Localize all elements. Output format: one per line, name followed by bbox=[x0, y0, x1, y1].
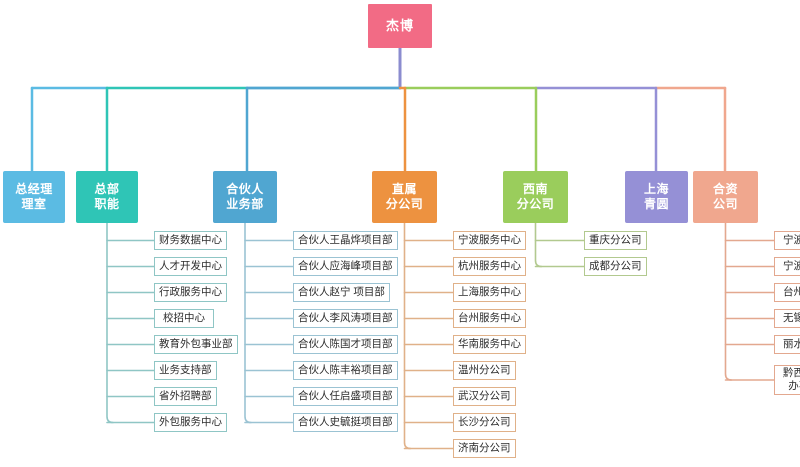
org-leaf-direct-branches-1[interactable]: 杭州服务中心 bbox=[453, 257, 526, 276]
org-leaf-partner-business-dept-2[interactable]: 合伙人赵宁 项目部 bbox=[293, 283, 390, 302]
org-leaf-headquarters-functions-4[interactable]: 教育外包事业部 bbox=[154, 335, 238, 354]
org-node-label: 直属 分公司 bbox=[385, 182, 424, 211]
org-leaf-partner-business-dept-1[interactable]: 合伙人应海峰项目部 bbox=[293, 257, 398, 276]
org-leaf-joint-venture-2[interactable]: 台州雷博 bbox=[774, 283, 800, 302]
org-leaf-direct-branches-0[interactable]: 宁波服务中心 bbox=[453, 231, 526, 250]
org-node-partner-business-dept[interactable]: 合伙人 业务部 bbox=[213, 171, 277, 223]
org-leaf-partner-business-dept-4[interactable]: 合伙人陈国才项目部 bbox=[293, 335, 398, 354]
org-leaf-label: 合伙人李风涛项目部 bbox=[298, 312, 393, 325]
org-leaf-joint-venture-5[interactable]: 黔西南州 办事处 bbox=[774, 365, 800, 395]
org-leaf-partner-business-dept-7[interactable]: 合伙人史毓挺项目部 bbox=[293, 413, 398, 432]
org-leaf-partner-business-dept-3[interactable]: 合伙人李风涛项目部 bbox=[293, 309, 398, 328]
org-leaf-direct-branches-4[interactable]: 华南服务中心 bbox=[453, 335, 526, 354]
org-leaf-label: 丽水杰博 bbox=[783, 338, 800, 351]
org-leaf-partner-business-dept-5[interactable]: 合伙人陈丰裕项目部 bbox=[293, 361, 398, 380]
org-leaf-headquarters-functions-7[interactable]: 外包服务中心 bbox=[154, 413, 227, 432]
org-leaf-label: 合伙人史毓挺项目部 bbox=[298, 416, 393, 429]
org-leaf-joint-venture-3[interactable]: 无锡杰博 bbox=[774, 309, 800, 328]
org-node-general-manager-office[interactable]: 总经理 理室 bbox=[3, 171, 65, 223]
org-leaf-label: 长沙分公司 bbox=[458, 416, 511, 429]
org-leaf-label: 省外招聘部 bbox=[159, 390, 212, 403]
org-leaf-label: 合伙人陈国才项目部 bbox=[298, 338, 393, 351]
org-leaf-label: 人才开发中心 bbox=[159, 260, 222, 273]
org-leaf-southwest-branch-1[interactable]: 成都分公司 bbox=[584, 257, 647, 276]
org-leaf-label: 台州服务中心 bbox=[458, 312, 521, 325]
org-leaf-headquarters-functions-5[interactable]: 业务支持部 bbox=[154, 361, 217, 380]
org-leaf-label: 华南服务中心 bbox=[458, 338, 521, 351]
org-leaf-label: 合伙人赵宁 项目部 bbox=[298, 286, 385, 299]
org-leaf-headquarters-functions-2[interactable]: 行政服务中心 bbox=[154, 283, 227, 302]
org-leaf-direct-branches-7[interactable]: 长沙分公司 bbox=[453, 413, 516, 432]
org-leaf-label: 杭州服务中心 bbox=[458, 260, 521, 273]
org-leaf-label: 济南分公司 bbox=[458, 442, 511, 455]
org-leaf-label: 校招中心 bbox=[163, 312, 205, 325]
org-leaf-headquarters-functions-1[interactable]: 人才开发中心 bbox=[154, 257, 227, 276]
org-leaf-label: 外包服务中心 bbox=[159, 416, 222, 429]
org-leaf-label: 行政服务中心 bbox=[159, 286, 222, 299]
org-leaf-label: 黔西南州 办事处 bbox=[783, 367, 800, 392]
org-node-label: 总经理 理室 bbox=[15, 182, 53, 211]
org-leaf-label: 宁波源和 bbox=[783, 260, 800, 273]
org-leaf-label: 无锡杰博 bbox=[783, 312, 800, 325]
org-leaf-label: 台州雷博 bbox=[783, 286, 800, 299]
org-node-joint-venture[interactable]: 合资 公司 bbox=[693, 171, 758, 223]
org-node-label: 总部 职能 bbox=[94, 182, 120, 211]
org-leaf-direct-branches-2[interactable]: 上海服务中心 bbox=[453, 283, 526, 302]
org-node-root[interactable]: 杰博 bbox=[368, 4, 432, 48]
org-leaf-partner-business-dept-0[interactable]: 合伙人王晶烨项目部 bbox=[293, 231, 398, 250]
org-leaf-label: 合伙人王晶烨项目部 bbox=[298, 234, 393, 247]
org-node-headquarters-functions[interactable]: 总部 职能 bbox=[76, 171, 138, 223]
org-leaf-label: 上海服务中心 bbox=[458, 286, 521, 299]
org-leaf-label: 业务支持部 bbox=[159, 364, 212, 377]
org-leaf-label: 财务数据中心 bbox=[159, 234, 222, 247]
org-leaf-southwest-branch-0[interactable]: 重庆分公司 bbox=[584, 231, 647, 250]
org-leaf-label: 成都分公司 bbox=[589, 260, 642, 273]
org-leaf-direct-branches-5[interactable]: 温州分公司 bbox=[453, 361, 516, 380]
org-leaf-label: 重庆分公司 bbox=[589, 234, 642, 247]
org-node-label: 西南 分公司 bbox=[516, 182, 555, 211]
org-node-label: 上海 青圆 bbox=[643, 182, 669, 211]
org-leaf-label: 温州分公司 bbox=[458, 364, 511, 377]
org-node-label: 合伙人 业务部 bbox=[226, 182, 264, 211]
org-node-direct-branches[interactable]: 直属 分公司 bbox=[372, 171, 437, 223]
org-node-southwest-branch[interactable]: 西南 分公司 bbox=[503, 171, 568, 223]
org-leaf-headquarters-functions-3[interactable]: 校招中心 bbox=[154, 309, 214, 328]
org-node-shanghai-qingyuan[interactable]: 上海 青圆 bbox=[625, 171, 688, 223]
org-leaf-joint-venture-4[interactable]: 丽水杰博 bbox=[774, 335, 800, 354]
org-leaf-label: 合伙人任启盛项目部 bbox=[298, 390, 393, 403]
org-leaf-direct-branches-6[interactable]: 武汉分公司 bbox=[453, 387, 516, 406]
org-leaf-label: 合伙人陈丰裕项目部 bbox=[298, 364, 393, 377]
org-leaf-joint-venture-1[interactable]: 宁波源和 bbox=[774, 257, 800, 276]
org-leaf-label: 教育外包事业部 bbox=[159, 338, 233, 351]
org-leaf-direct-branches-8[interactable]: 济南分公司 bbox=[453, 439, 516, 458]
org-leaf-label: 合伙人应海峰项目部 bbox=[298, 260, 393, 273]
org-leaf-partner-business-dept-6[interactable]: 合伙人任启盛项目部 bbox=[293, 387, 398, 406]
org-leaf-label: 武汉分公司 bbox=[458, 390, 511, 403]
org-leaf-headquarters-functions-0[interactable]: 财务数据中心 bbox=[154, 231, 227, 250]
org-leaf-label: 宁波华柱 bbox=[783, 234, 800, 247]
org-leaf-direct-branches-3[interactable]: 台州服务中心 bbox=[453, 309, 526, 328]
org-leaf-joint-venture-0[interactable]: 宁波华柱 bbox=[774, 231, 800, 250]
org-node-label: 合资 公司 bbox=[712, 182, 738, 211]
org-leaf-headquarters-functions-6[interactable]: 省外招聘部 bbox=[154, 387, 217, 406]
org-leaf-label: 宁波服务中心 bbox=[458, 234, 521, 247]
